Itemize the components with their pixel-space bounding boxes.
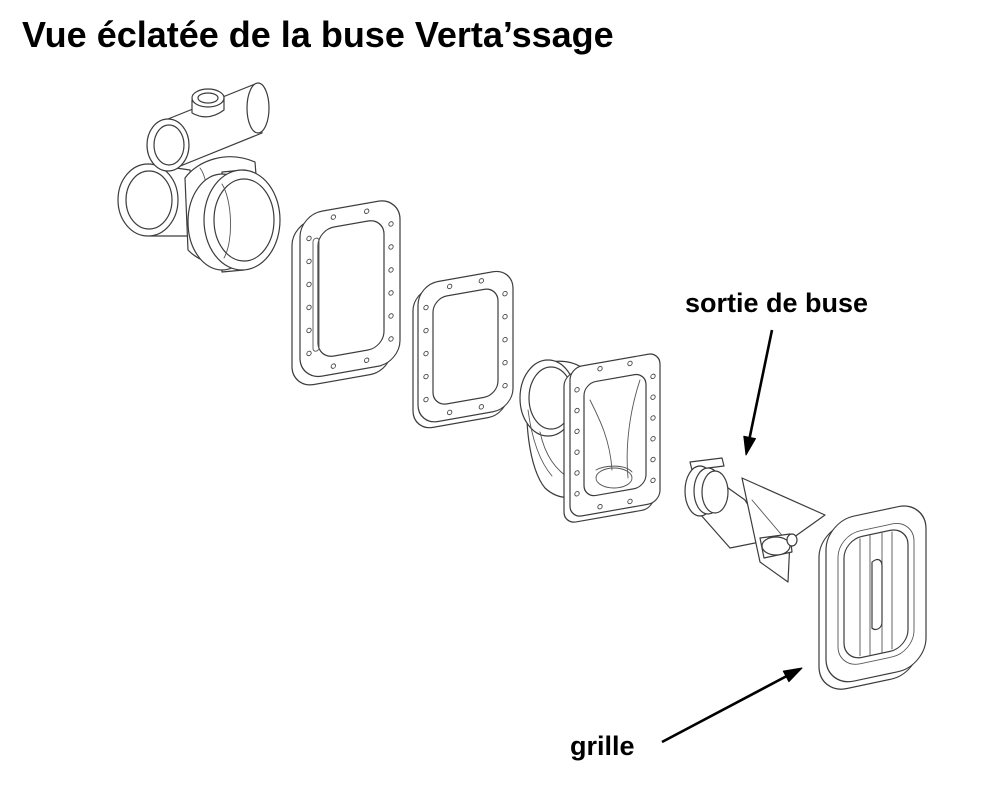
screw-hole xyxy=(574,491,580,497)
nozzle-outlet-flap xyxy=(741,477,826,583)
screw-hole xyxy=(574,428,580,435)
pipe-end-lower-left-inner xyxy=(125,170,173,230)
screw-hole xyxy=(650,394,656,400)
screw-hole xyxy=(650,477,656,484)
screw-hole xyxy=(478,278,484,284)
screw-hole xyxy=(423,396,429,403)
screw-hole xyxy=(627,360,633,367)
screw-hole xyxy=(330,363,336,369)
screw-hole xyxy=(388,221,394,227)
outlet-arrow-head xyxy=(743,435,756,456)
screw-hole xyxy=(574,387,580,393)
screw-hole xyxy=(597,504,603,510)
nozzle-outlet-pin xyxy=(786,533,798,547)
grille-label: grille xyxy=(570,731,635,761)
grille-arrow-head xyxy=(782,667,803,683)
pipe-tube-right-end xyxy=(246,82,270,134)
screw-hole xyxy=(502,290,508,297)
pipe-body xyxy=(117,82,281,273)
screw-hole xyxy=(306,258,312,265)
gasket-frame-2-opening xyxy=(432,288,499,405)
screw-hole xyxy=(388,290,394,296)
nozzle-outlet-stub-end xyxy=(761,536,791,556)
pipe-cap-inner xyxy=(197,92,219,104)
screw-hole xyxy=(447,409,453,416)
grille-center-bar xyxy=(871,558,883,631)
nozzle-flange-opening xyxy=(583,373,647,497)
screw-hole xyxy=(574,470,580,476)
grille-callout: grille xyxy=(570,667,803,761)
screw-hole xyxy=(650,415,656,421)
screw-hole xyxy=(627,498,633,505)
screw-hole xyxy=(650,436,656,442)
screw-hole xyxy=(478,404,484,410)
screw-hole xyxy=(502,359,508,366)
nozzle-outlet xyxy=(684,457,826,583)
screw-hole xyxy=(388,244,394,250)
screw-hole xyxy=(306,327,312,334)
grille-arrow-line xyxy=(661,675,787,744)
screw-hole xyxy=(388,267,394,273)
diagram-title: Vue éclatée de la buse Verta’ssage xyxy=(22,14,614,55)
screw-hole xyxy=(423,373,429,380)
screw-hole xyxy=(502,382,508,389)
gasket-frame-1 xyxy=(291,200,401,386)
screw-hole xyxy=(364,357,370,363)
screw-hole xyxy=(650,456,656,463)
pipe-end-upper-left-inner xyxy=(153,124,185,166)
nozzle-housing-flange xyxy=(563,353,661,523)
outlet-label: sortie de buse xyxy=(685,288,868,318)
outlet-arrow-line xyxy=(748,329,774,438)
gasket-frame-1-opening xyxy=(317,220,385,357)
screw-hole xyxy=(306,350,312,357)
screw-hole xyxy=(574,407,580,414)
screw-hole xyxy=(306,235,312,242)
screw-hole xyxy=(597,366,603,372)
grille-part xyxy=(818,505,927,690)
screw-hole xyxy=(447,283,453,290)
screw-hole xyxy=(364,208,370,214)
screw-hole xyxy=(330,214,336,220)
screw-hole xyxy=(306,281,312,288)
pipe-front-ring-inner xyxy=(213,178,275,262)
screw-hole xyxy=(502,336,508,343)
outlet-callout: sortie de buse xyxy=(685,288,868,456)
screw-hole xyxy=(423,304,429,311)
nozzle-housing xyxy=(519,353,661,523)
screw-hole xyxy=(574,449,580,455)
screw-hole xyxy=(388,336,394,342)
screw-hole xyxy=(650,373,656,380)
gasket-frame-2 xyxy=(412,270,514,429)
nozzle-outlet-ring-rib-2 xyxy=(701,470,729,514)
screw-hole xyxy=(423,350,429,357)
screw-hole xyxy=(502,313,508,320)
screw-hole xyxy=(388,313,394,319)
screw-hole xyxy=(306,304,312,311)
screw-hole xyxy=(423,327,429,334)
